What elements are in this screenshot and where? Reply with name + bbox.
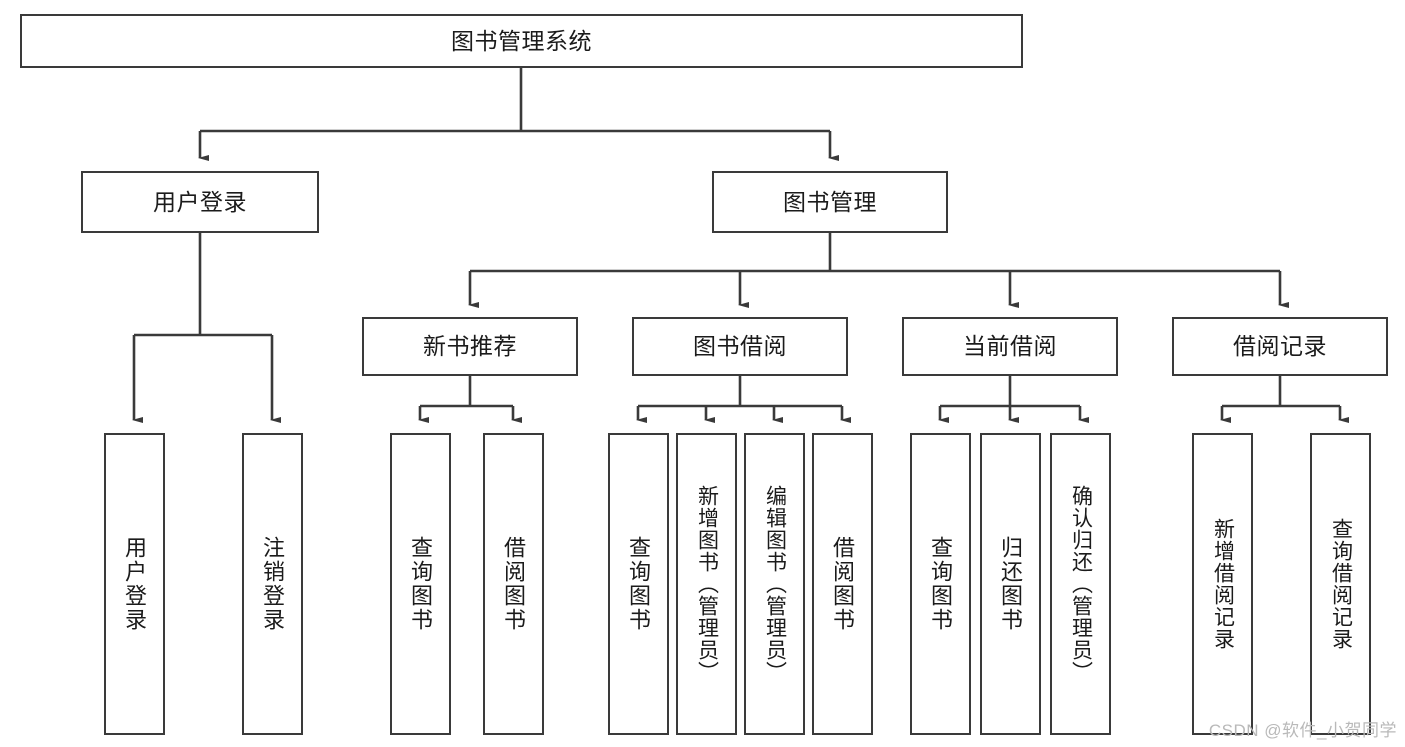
node-user-login[interactable]: 用户登录	[81, 171, 319, 233]
leaf-user-login-signout[interactable]: 注销登录	[242, 433, 303, 735]
leaf-user-login-signin[interactable]: 用户登录	[104, 433, 165, 735]
leaf-borrow-record-query[interactable]: 查询借阅记录	[1310, 433, 1371, 735]
leaf-borrow-record-query-label: 查询借阅记录	[1329, 518, 1353, 650]
leaf-new-book-query[interactable]: 查询图书	[390, 433, 451, 735]
leaf-book-borrow-add[interactable]: 新增图书（管理员）	[676, 433, 737, 735]
leaf-book-borrow-borrow[interactable]: 借阅图书	[812, 433, 873, 735]
leaf-borrow-record-add[interactable]: 新增借阅记录	[1192, 433, 1253, 735]
node-root[interactable]: 图书管理系统	[20, 14, 1023, 68]
node-book-borrow[interactable]: 图书借阅	[632, 317, 848, 376]
node-current-borrow[interactable]: 当前借阅	[902, 317, 1118, 376]
leaf-current-borrow-return-label: 归还图书	[998, 536, 1024, 632]
node-current-borrow-label: 当前借阅	[963, 333, 1057, 360]
leaf-new-book-borrow-label: 借阅图书	[501, 536, 527, 632]
leaf-new-book-query-label: 查询图书	[408, 536, 434, 632]
node-book-management[interactable]: 图书管理	[712, 171, 948, 233]
node-borrow-record-label: 借阅记录	[1233, 333, 1327, 360]
leaf-current-borrow-return[interactable]: 归还图书	[980, 433, 1041, 735]
node-user-login-label: 用户登录	[153, 188, 247, 215]
leaf-book-borrow-edit[interactable]: 编辑图书（管理员）	[744, 433, 805, 735]
watermark: CSDN @软件_小贺同学	[1208, 721, 1397, 740]
leaf-book-borrow-query-label: 查询图书	[626, 536, 652, 632]
node-new-book-recommend[interactable]: 新书推荐	[362, 317, 578, 376]
node-borrow-record[interactable]: 借阅记录	[1172, 317, 1388, 376]
node-root-label: 图书管理系统	[451, 27, 592, 54]
node-new-book-recommend-label: 新书推荐	[423, 333, 517, 360]
leaf-borrow-record-add-label: 新增借阅记录	[1211, 518, 1235, 650]
leaf-user-login-signout-label: 注销登录	[260, 536, 286, 632]
leaf-user-login-signin-label: 用户登录	[122, 536, 148, 632]
leaf-book-borrow-add-label: 新增图书（管理员）	[695, 485, 719, 683]
leaf-current-borrow-confirm[interactable]: 确认归还（管理员）	[1050, 433, 1111, 735]
leaf-book-borrow-edit-label: 编辑图书（管理员）	[763, 485, 787, 683]
node-book-management-label: 图书管理	[783, 188, 877, 215]
leaf-current-borrow-confirm-label: 确认归还（管理员）	[1069, 485, 1093, 683]
leaf-book-borrow-borrow-label: 借阅图书	[830, 536, 856, 632]
leaf-current-borrow-query[interactable]: 查询图书	[910, 433, 971, 735]
leaf-book-borrow-query[interactable]: 查询图书	[608, 433, 669, 735]
leaf-new-book-borrow[interactable]: 借阅图书	[483, 433, 544, 735]
node-book-borrow-label: 图书借阅	[693, 333, 787, 360]
leaf-current-borrow-query-label: 查询图书	[928, 536, 954, 632]
